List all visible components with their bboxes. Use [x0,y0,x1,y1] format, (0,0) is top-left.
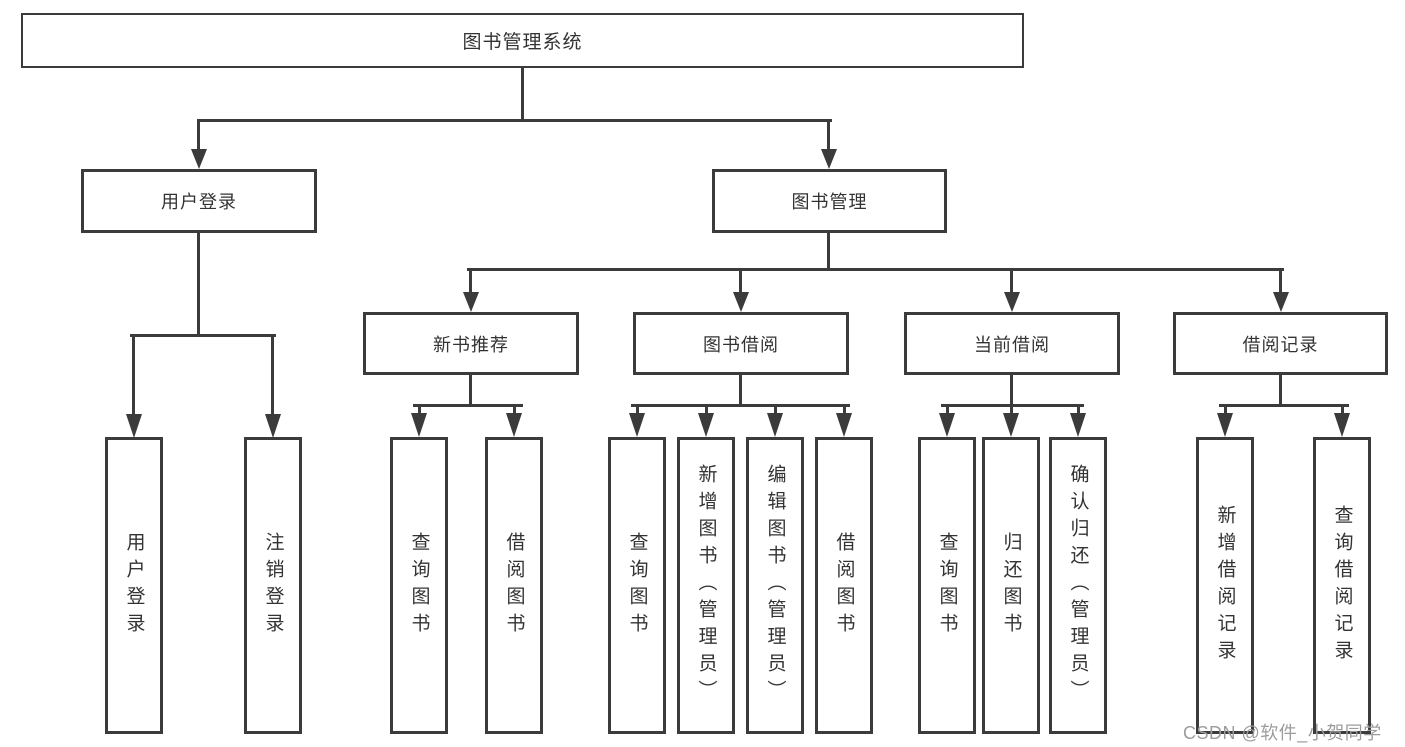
connector-leaf-shaft [132,334,135,418]
connector-level3-shaft [1010,268,1013,294]
arrow-down-icon [126,414,142,438]
arrow-down-icon [821,149,837,169]
node-current-borrow: 当前借阅 [904,312,1120,375]
leaf-borrow-borrow-books: 借阅图书 [815,437,873,734]
arrow-down-icon [1004,292,1020,312]
connector-bookborrow-stub [739,375,742,407]
connector-borrowrecords-stub [1279,375,1282,407]
arrow-down-icon [698,413,714,437]
arrow-down-icon [939,413,955,437]
node-new-book-recommend: 新书推荐 [363,312,579,375]
connector-leaf-shaft [1077,404,1080,416]
leaf-newbook-borrow-books: 借阅图书 [485,437,543,734]
arrow-down-icon [1070,413,1086,437]
connector-leaf-shaft [843,404,846,416]
node-borrow-records: 借阅记录 [1173,312,1388,375]
arrow-down-icon [1273,292,1289,312]
connector-leaf-shaft [636,404,639,416]
connector-newbook-stub [469,375,472,407]
connector-bookmgmt-stub [827,233,830,271]
arrow-down-icon [1003,413,1019,437]
leaf-borrow-add-books-admin: 新增图书（管理员） [677,437,735,734]
node-book-management: 图书管理 [712,169,947,233]
arrow-down-icon [265,414,281,438]
node-book-borrow: 图书借阅 [633,312,849,375]
connector-userlogin-hbar [130,334,276,337]
connector-root-stub [521,68,524,122]
leaf-newbook-query-books: 查询图书 [390,437,448,734]
arrow-down-icon [1217,413,1233,437]
arrow-down-icon [1334,413,1350,437]
connector-leaf-shaft [946,404,949,416]
connector-userlogin-shaft [197,119,200,155]
node-root-library-system: 图书管理系统 [21,13,1024,68]
connector-bookmgmt-hbar [467,268,1284,271]
connector-borrowrecords-hbar [1219,404,1349,407]
node-user-login: 用户登录 [81,169,317,233]
leaf-logout-login: 注销登录 [244,437,302,734]
connector-leaf-shaft [1341,404,1344,416]
leaf-current-query-books: 查询图书 [918,437,976,734]
leaf-records-add-borrow-record: 新增借阅记录 [1196,437,1254,734]
leaf-current-confirm-return-admin: 确认归还（管理员） [1049,437,1107,734]
connector-leaf-shaft [1010,404,1013,416]
connector-userlogin-stub [197,233,200,336]
connector-leaf-shaft [1224,404,1227,416]
connector-level3-shaft [739,268,742,294]
connector-bookmgmt-shaft [827,119,830,155]
arrow-down-icon [733,292,749,312]
connector-root-hbar [197,119,832,122]
connector-level3-shaft [469,268,472,294]
watermark-text: CSDN @软件_小贺同学 [1183,723,1382,743]
arrow-down-icon [506,413,522,437]
leaf-user-login: 用户登录 [105,437,163,734]
connector-leaf-shaft [418,404,421,416]
connector-level3-shaft [1279,268,1282,294]
leaf-current-return-books: 归还图书 [982,437,1040,734]
leaf-records-query-borrow-record: 查询借阅记录 [1313,437,1371,734]
connector-bookborrow-hbar [631,404,850,407]
connector-leaf-shaft [513,404,516,416]
leaf-borrow-query-books: 查询图书 [608,437,666,734]
arrow-down-icon [629,413,645,437]
arrow-down-icon [411,413,427,437]
connector-leaf-shaft [705,404,708,416]
arrow-down-icon [836,413,852,437]
connector-leaf-shaft [271,334,274,418]
arrow-down-icon [191,149,207,169]
connector-newbook-hbar [413,404,523,407]
connector-leaf-shaft [774,404,777,416]
arrow-down-icon [767,413,783,437]
connector-currentborrow-stub [1010,375,1013,407]
arrow-down-icon [463,292,479,312]
leaf-borrow-edit-books-admin: 编辑图书（管理员） [746,437,804,734]
